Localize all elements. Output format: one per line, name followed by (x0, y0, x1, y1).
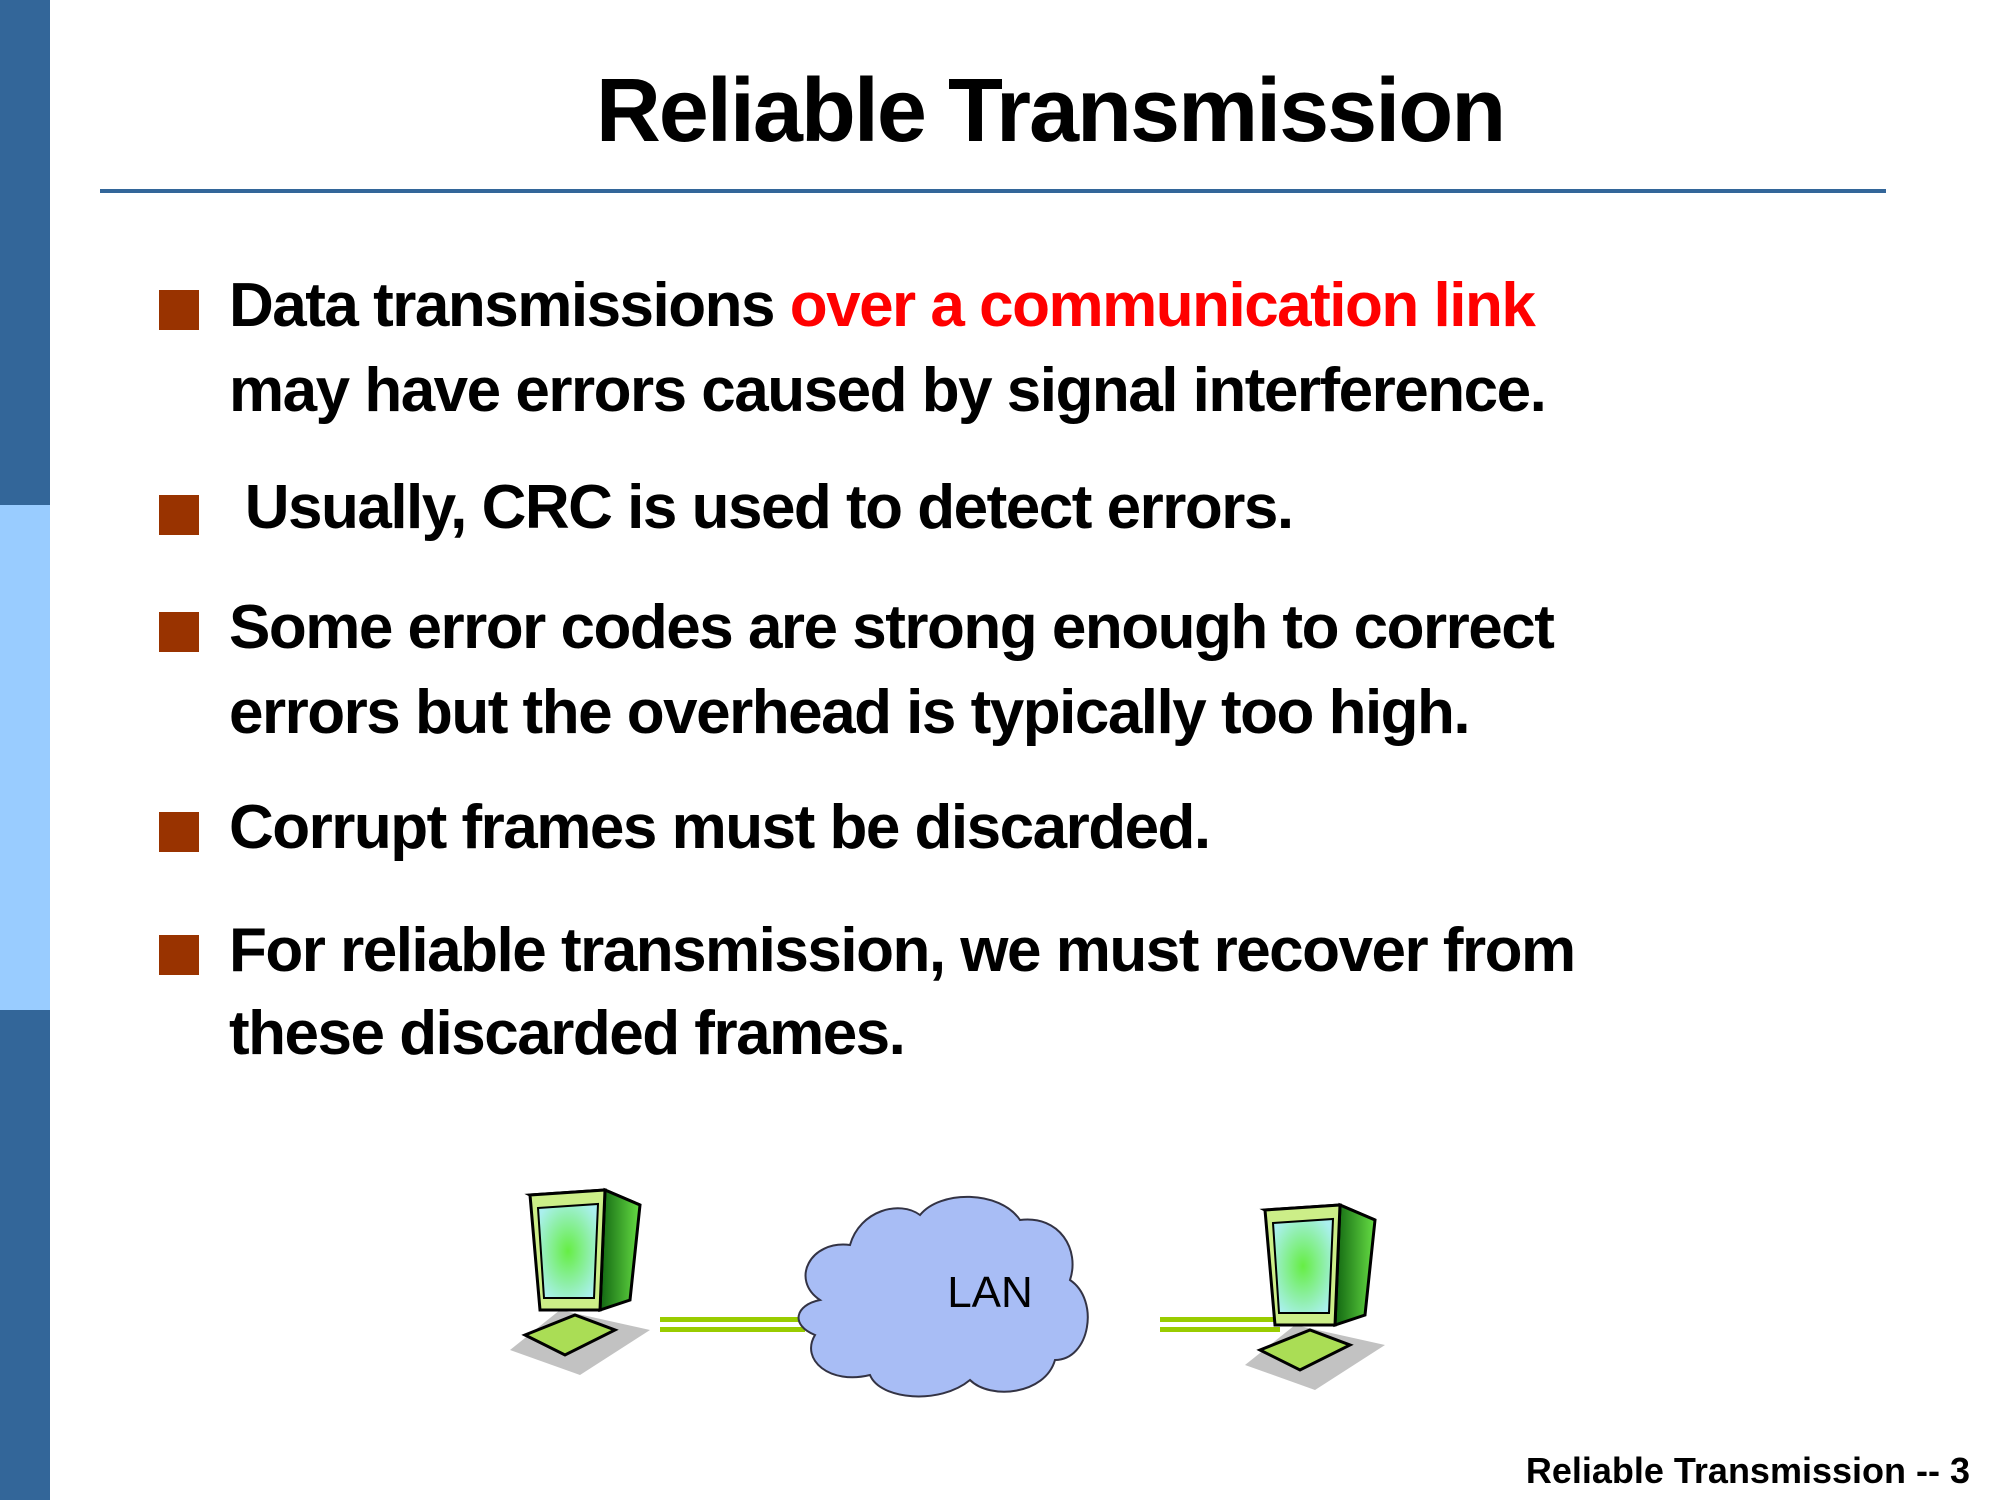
bullet-4-line-1: Corrupt frames must be discarded. (229, 793, 1211, 862)
highlighted-text: over a communication link (789, 271, 1536, 340)
computer-icon-left (510, 1187, 650, 1375)
bullet-1-line-2: may have errors caused by signal interfe… (229, 356, 1547, 425)
bullet-5-line-2: these discarded frames. (229, 999, 906, 1068)
link-line-left (660, 1317, 805, 1332)
title-divider (100, 189, 1886, 193)
bullet-text: Data transmissions (229, 271, 790, 340)
lan-diagram: LAN (510, 1187, 1385, 1398)
slide-footer: Reliable Transmission -- 3 (1525, 1450, 1970, 1491)
bullet-icon (159, 290, 199, 330)
bullet-1-line-1: Data transmissions over a communication … (229, 270, 1536, 341)
bullet-2-line-1: Usually, CRC is used to detect errors. (229, 473, 1294, 542)
side-bar-middle (0, 505, 50, 1010)
cloud-label: LAN (947, 1268, 1033, 1317)
bullet-5-line-1: For reliable transmission, we must recov… (229, 916, 1576, 985)
bullet-3-line-1: Some error codes are strong enough to co… (229, 593, 1555, 662)
bullet-3-line-2: errors but the overhead is typically too… (229, 678, 1471, 747)
bullet-icon (159, 495, 199, 535)
link-line-right (1160, 1317, 1280, 1332)
computer-icon-right (1245, 1202, 1385, 1390)
cloud-shape (797, 1195, 1089, 1398)
side-bar-top (0, 0, 50, 505)
side-bar-bottom (0, 1010, 50, 1500)
bullet-icon (159, 935, 199, 975)
slide-title: Reliable Transmission (595, 61, 1506, 161)
bullet-icon (159, 612, 199, 652)
bullet-icon (159, 812, 199, 852)
